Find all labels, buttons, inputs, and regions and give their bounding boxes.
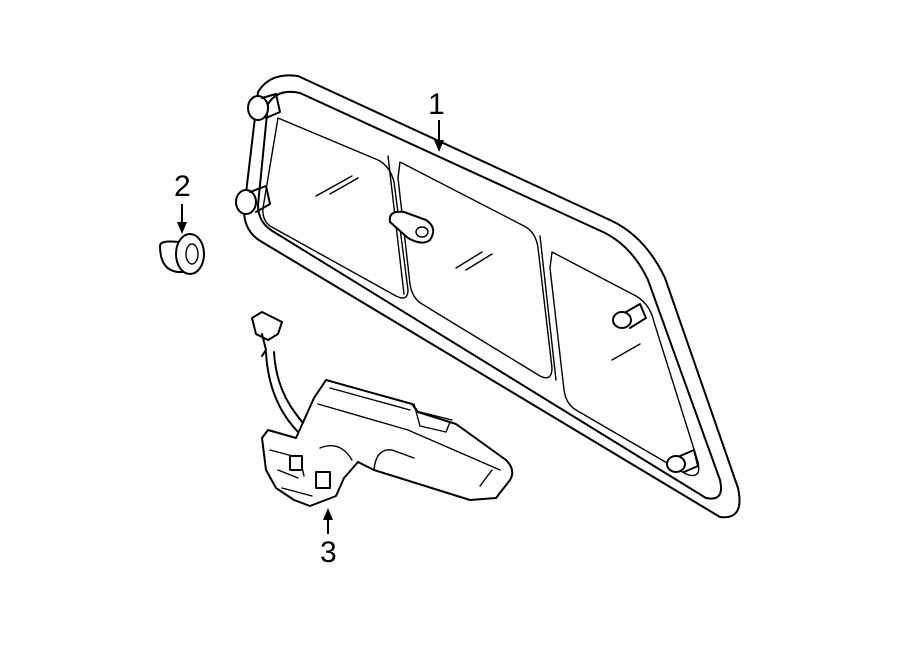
glare-line xyxy=(465,253,493,271)
mounting-stud-top-left xyxy=(247,93,281,121)
callout-1: 1 xyxy=(428,88,445,152)
wiring-harness xyxy=(251,311,514,507)
glare-line xyxy=(329,177,359,195)
callout-label-3: 3 xyxy=(320,536,337,569)
glare-line xyxy=(455,251,483,269)
callout-3: 3 xyxy=(320,508,337,569)
callout-2: 2 xyxy=(174,170,191,234)
callout-label-2: 2 xyxy=(174,170,191,203)
slider-latch xyxy=(388,210,435,244)
divider-right xyxy=(539,235,557,381)
latch-hole xyxy=(415,226,429,238)
mounting-stud-right xyxy=(612,303,647,329)
harness-bracket xyxy=(261,379,514,507)
right-pane xyxy=(549,251,700,477)
callout-label-1: 1 xyxy=(428,88,445,121)
glare-line xyxy=(315,175,353,197)
back-window-assembly xyxy=(235,74,741,519)
harness-connector xyxy=(251,311,283,341)
grommet xyxy=(159,233,205,275)
center-sliding-pane xyxy=(397,161,553,379)
mounting-stud-bottom-right xyxy=(666,449,699,473)
glare-line xyxy=(611,343,641,361)
window-frame-outer xyxy=(243,74,741,519)
window-frame-inner xyxy=(257,90,722,500)
mounting-stud-left xyxy=(235,185,271,215)
left-pane xyxy=(262,117,409,299)
